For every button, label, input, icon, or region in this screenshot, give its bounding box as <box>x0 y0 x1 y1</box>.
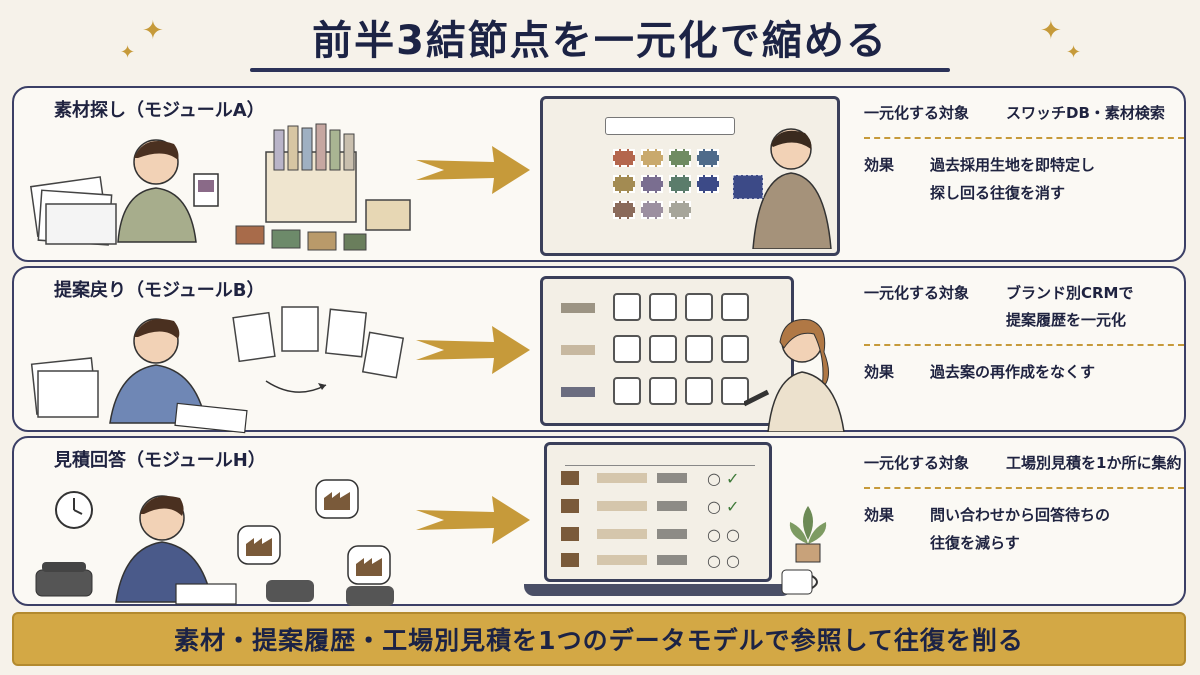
effect-text: 過去採用生地を即特定し <box>930 156 1096 174</box>
summary-banner: 素材・提案履歴・工場別見積を1つのデータモデルで参照して往復を削る <box>12 612 1186 666</box>
status-icons: ○ ○ <box>707 551 741 570</box>
arrow-right-icon <box>416 496 530 544</box>
module-a-info: 一元化する対象 スワッチDB・素材検索 効果 過去採用生地を即特定し 探し回る往復… <box>864 102 1184 207</box>
target-text: 工場別見積を1か所に集約 <box>1006 454 1182 472</box>
target-text: ブランド別CRMで <box>1006 284 1134 302</box>
worried-man-illustration <box>117 139 219 243</box>
effect-text: 探し回る往復を消す <box>930 184 1066 202</box>
arrow-right-icon <box>416 326 530 374</box>
page-title: 前半3結節点を一元化で縮める <box>312 18 888 64</box>
file-box-illustration <box>265 123 411 231</box>
effect-text: 往復を減らす <box>930 534 1020 552</box>
module-h-info: 一元化する対象 工場別見積を1か所に集約 効果 問い合わせから回答待ちの 往復を減… <box>864 452 1184 557</box>
searching-materials-illustration <box>29 123 411 251</box>
sparkle-icon: ✦ <box>142 16 164 46</box>
laptop-base <box>524 584 792 596</box>
woman-using-crm-illustration <box>744 318 845 432</box>
effect-label: 効果 <box>864 363 895 381</box>
quote-reply-illustration <box>35 479 394 606</box>
fabric-swatches-illustration <box>235 225 367 251</box>
arrow-right-icon <box>416 146 530 194</box>
module-b-panel: 提案戻り（モジュールB） <box>12 266 1186 434</box>
search-bar <box>605 117 735 135</box>
stressed-man-illustration <box>109 318 248 434</box>
dashed-divider <box>864 487 1184 489</box>
module-h-panel: 見積回答（モジュールH） <box>12 436 1186 606</box>
factory-icon <box>347 545 391 585</box>
effect-text: 過去案の再作成をなくす <box>930 363 1096 381</box>
module-title: 提案戻り（モジュールB） <box>54 280 265 301</box>
target-text: 提案履歴を一元化 <box>1006 311 1127 329</box>
factory-icon <box>237 525 281 565</box>
status-icons: ○ ○ <box>707 525 741 544</box>
design-sheets-illustration <box>232 306 405 393</box>
effect-label: 効果 <box>864 506 895 524</box>
factory-quote-screen: ○ ✓ ○ ✓ ○ ○ ○ ○ <box>544 442 772 582</box>
paper-stack-illustration <box>29 176 117 246</box>
swatch-database-screen <box>540 96 840 256</box>
sparkle-icon: ✦ <box>120 42 136 63</box>
effect-label: 効果 <box>864 156 895 174</box>
man-on-phone-illustration <box>115 495 237 605</box>
target-label: 一元化する対象 <box>864 454 970 472</box>
factory-icon <box>315 479 359 519</box>
sparkle-icon: ✦ <box>1066 42 1082 63</box>
status-icons: ○ ✓ <box>707 497 740 516</box>
target-label: 一元化する対象 <box>864 284 970 302</box>
module-title: 素材探し（モジュールA） <box>54 100 265 121</box>
proposal-rework-illustration <box>30 306 405 434</box>
paper-stack-illustration <box>30 357 99 418</box>
target-label: 一元化する対象 <box>864 104 970 122</box>
clock-icon <box>55 491 93 529</box>
target-text: スワッチDB・素材検索 <box>1006 104 1165 122</box>
module-a-panel: 素材探し（モジュールA） <box>12 86 1186 262</box>
dashed-divider <box>864 344 1184 346</box>
phone-icon <box>35 562 93 597</box>
plant-mug-illustration <box>781 506 827 595</box>
dashed-divider <box>864 137 1184 139</box>
module-b-info: 一元化する対象 ブランド別CRMで 提案履歴を一元化 効果 過去案の再作成をなくす <box>864 282 1184 386</box>
effect-text: 問い合わせから回答待ちの <box>930 506 1111 524</box>
phone-icon <box>266 580 394 606</box>
title-underline <box>250 68 950 72</box>
man-selecting-swatch-illustration <box>733 128 832 249</box>
module-title: 見積回答（モジュールH） <box>54 450 266 471</box>
status-icons: ○ ✓ <box>707 469 740 488</box>
sparkle-icon: ✦ <box>1040 16 1062 46</box>
